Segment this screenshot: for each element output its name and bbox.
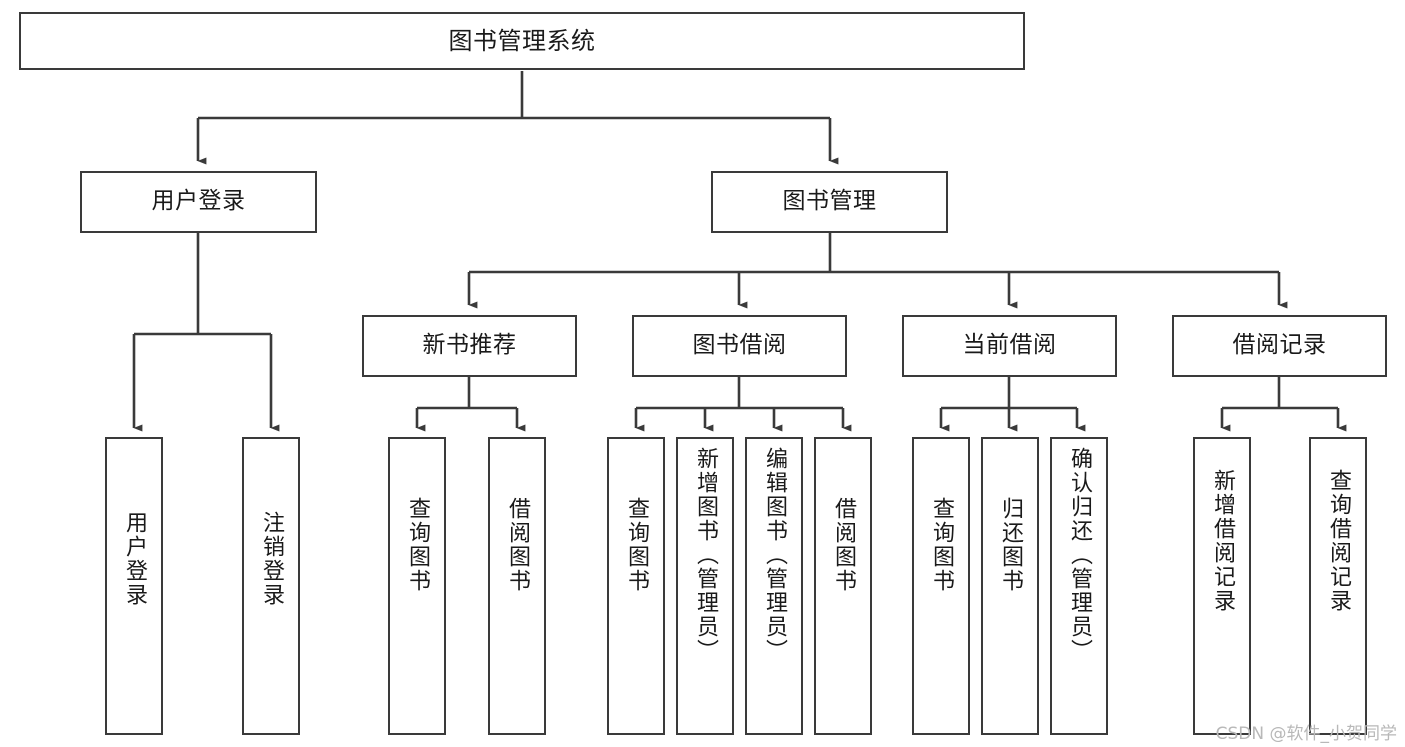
node-leaf-borrow-book-2-label: 借阅图书 — [830, 497, 856, 593]
node-leaf-query-book-2-label: 查询图书 — [623, 497, 649, 593]
node-root-label: 图书管理系统 — [448, 26, 596, 55]
node-leaf-confirm-return-label: 确认归还（管理员） — [1066, 447, 1092, 663]
node-leaf-borrow-book-1[interactable]: 借阅图书 — [488, 437, 546, 735]
node-leaf-return-book-label: 归还图书 — [997, 497, 1023, 593]
node-leaf-add-record-label: 新增借阅记录 — [1209, 469, 1235, 613]
csdn-watermark: CSDN @软件_小贺同学 — [1215, 724, 1397, 744]
node-user-login[interactable]: 用户登录 — [80, 171, 317, 233]
node-leaf-return-book[interactable]: 归还图书 — [981, 437, 1039, 735]
node-leaf-query-record-label: 查询借阅记录 — [1325, 469, 1351, 613]
node-leaf-user-logout-label: 注销登录 — [258, 511, 284, 607]
node-leaf-query-book-1[interactable]: 查询图书 — [388, 437, 446, 735]
node-new-book-recommend-label: 新书推荐 — [422, 332, 517, 359]
node-borrow-record[interactable]: 借阅记录 — [1172, 315, 1387, 377]
node-leaf-query-book-3[interactable]: 查询图书 — [912, 437, 970, 735]
node-leaf-query-book-1-label: 查询图书 — [404, 497, 430, 593]
node-leaf-edit-book-label: 编辑图书（管理员） — [761, 447, 787, 663]
node-new-book-recommend[interactable]: 新书推荐 — [362, 315, 577, 377]
node-leaf-borrow-book-2[interactable]: 借阅图书 — [814, 437, 872, 735]
node-book-management-label: 图书管理 — [782, 188, 877, 215]
node-leaf-user-login-label: 用户登录 — [121, 511, 147, 607]
node-leaf-user-login[interactable]: 用户登录 — [105, 437, 163, 735]
node-leaf-borrow-book-1-label: 借阅图书 — [504, 497, 530, 593]
node-root[interactable]: 图书管理系统 — [19, 12, 1025, 70]
node-leaf-confirm-return[interactable]: 确认归还（管理员） — [1050, 437, 1108, 735]
node-leaf-edit-book[interactable]: 编辑图书（管理员） — [745, 437, 803, 735]
node-book-borrow-label: 图书借阅 — [692, 332, 787, 359]
node-user-login-label: 用户登录 — [151, 188, 246, 215]
node-current-borrow-label: 当前借阅 — [962, 332, 1057, 359]
node-leaf-add-book[interactable]: 新增图书（管理员） — [676, 437, 734, 735]
node-leaf-query-book-2[interactable]: 查询图书 — [607, 437, 665, 735]
node-leaf-query-record[interactable]: 查询借阅记录 — [1309, 437, 1367, 735]
node-current-borrow[interactable]: 当前借阅 — [902, 315, 1117, 377]
node-book-borrow[interactable]: 图书借阅 — [632, 315, 847, 377]
node-leaf-add-book-label: 新增图书（管理员） — [692, 447, 718, 663]
node-leaf-add-record[interactable]: 新增借阅记录 — [1193, 437, 1251, 735]
node-borrow-record-label: 借阅记录 — [1232, 332, 1327, 359]
node-book-management[interactable]: 图书管理 — [711, 171, 948, 233]
node-leaf-query-book-3-label: 查询图书 — [928, 497, 954, 593]
node-leaf-user-logout[interactable]: 注销登录 — [242, 437, 300, 735]
